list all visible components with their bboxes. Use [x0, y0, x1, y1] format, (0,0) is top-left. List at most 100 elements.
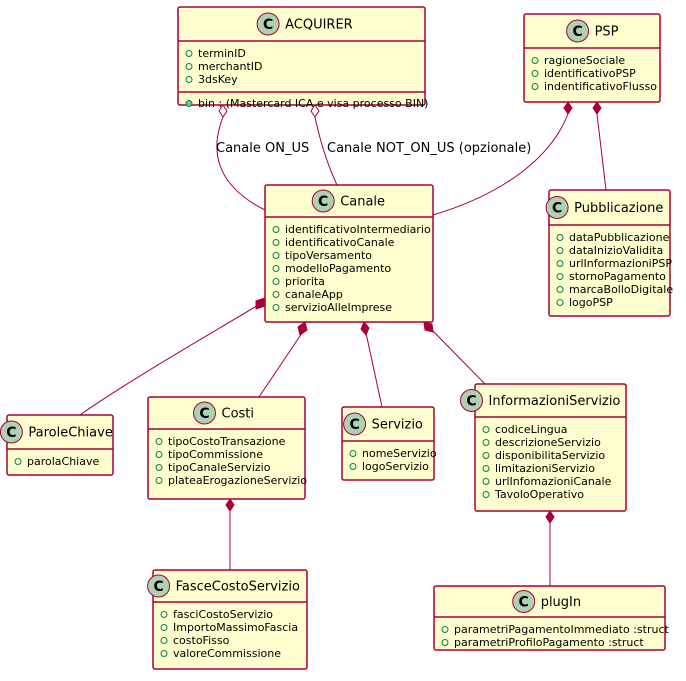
class-box — [147, 396, 306, 500]
edge-label-on-us: Canale ON_US — [216, 141, 309, 156]
class-informazioni-servizio: C InformazioniServizio codiceLinguadescriz… — [460, 383, 627, 512]
public-field-icon — [185, 76, 193, 83]
class-stereotype-letter: C — [349, 417, 359, 433]
class-field: limitazioniServizio — [495, 462, 595, 475]
class-stereotype-icon — [343, 412, 367, 436]
class-stereotype-letter: C — [199, 406, 209, 422]
class-field: logoPSP — [569, 296, 613, 309]
class-box — [523, 13, 661, 103]
public-field-icon — [185, 63, 193, 70]
public-field-icon — [349, 463, 357, 470]
class-name: Servizio — [372, 418, 423, 433]
class-stereotype-icon — [256, 12, 280, 36]
class-field: merchantID — [198, 60, 263, 73]
class-stereotype-icon — [545, 196, 569, 219]
class-field: codiceLingua — [495, 423, 567, 436]
class-name: ParoleChiave — [28, 426, 112, 441]
public-field-icon — [531, 57, 539, 64]
public-field-icon — [160, 650, 168, 657]
class-stereotype-letter: C — [263, 17, 273, 33]
class-stereotype-icon — [147, 574, 171, 598]
public-field-icon — [556, 273, 564, 280]
class-name: Pubblicazione — [574, 201, 663, 216]
class-box — [264, 184, 434, 323]
class-stereotype-icon — [311, 189, 335, 213]
class-field: tipoCanaleServizio — [168, 461, 271, 474]
public-field-icon — [155, 464, 163, 471]
class-name: Canale — [340, 195, 385, 210]
class-field: 3dsKey — [198, 73, 238, 86]
public-field-icon — [482, 452, 490, 459]
public-field-icon — [556, 286, 564, 293]
public-field-icon — [155, 451, 163, 458]
public-field-icon — [482, 439, 490, 446]
class-field: urlInformazioniPSP — [569, 257, 672, 270]
class-name: InformazioniServizio — [489, 394, 621, 409]
class-stereotype-letter: C — [552, 201, 562, 217]
public-field-icon — [160, 624, 168, 631]
class-field: stornoPagamento — [569, 270, 666, 283]
edges: Canale ON_US Canale NOT_ON_US (opzionale… — [79, 101, 607, 586]
class-stereotype-icon — [0, 420, 23, 444]
class-field: canaleApp — [285, 288, 343, 301]
class-field: parametriPagamentoImmediato :struct — [454, 623, 670, 636]
class-field: terminID — [198, 47, 246, 60]
composition-diamond-icon — [563, 101, 573, 115]
composition-diamond-icon — [255, 297, 266, 310]
composition-diamond-icon — [592, 101, 602, 115]
class-field: logoServizio — [362, 460, 429, 473]
edge-acquirer-canale-on-us — [216, 116, 266, 211]
class-field: modelloPagamento — [285, 262, 391, 275]
class-box — [548, 189, 671, 317]
edge-label-not-on-us: Canale NOT_ON_US (opzionale) — [327, 141, 531, 156]
class-field: costoFisso — [173, 634, 230, 647]
aggregation-diamond-icon — [310, 104, 320, 118]
public-field-icon — [482, 491, 490, 498]
class-field: nomeServizio — [362, 447, 437, 460]
composition-diamond-icon — [297, 321, 308, 336]
composition-diamond-icon — [360, 321, 370, 336]
class-box — [152, 569, 308, 670]
class-field: identificativoPSP — [544, 67, 636, 80]
class-stereotype-letter: C — [153, 579, 163, 595]
class-box — [474, 383, 627, 512]
class-field: dataInizioValidita — [569, 244, 663, 257]
composition-diamond-icon — [423, 321, 434, 333]
class-stereotype-letter: C — [466, 394, 476, 410]
public-field-icon — [272, 291, 280, 298]
class-name: PSP — [595, 25, 619, 40]
public-field-icon — [349, 450, 357, 457]
composition-diamond-icon — [225, 498, 235, 512]
edge-canale-servizio — [365, 332, 383, 408]
class-field: ragioneSociale — [544, 54, 625, 67]
public-field-icon — [482, 465, 490, 472]
class-field: valoreCommissione — [173, 647, 281, 660]
public-field-icon — [272, 252, 280, 259]
class-stereotype-letter: C — [318, 194, 328, 210]
public-field-icon — [482, 478, 490, 485]
class-field: tipoVersamento — [285, 249, 372, 262]
public-field-icon — [531, 83, 539, 90]
class-stereotype-icon — [566, 19, 590, 43]
public-field-icon — [160, 611, 168, 618]
class-field: descrizioneServizio — [495, 436, 601, 449]
public-field-icon — [556, 234, 564, 241]
public-field-icon — [155, 477, 163, 484]
public-field-icon — [556, 299, 564, 306]
class-name: plugIn — [541, 595, 581, 610]
public-field-icon — [441, 626, 449, 633]
class-box — [6, 414, 114, 476]
public-field-icon — [556, 260, 564, 267]
class-stereotype-letter: C — [572, 24, 582, 40]
edge-psp-pubblicazione — [596, 113, 607, 191]
public-field-icon — [482, 426, 490, 433]
public-field-icon — [556, 247, 564, 254]
